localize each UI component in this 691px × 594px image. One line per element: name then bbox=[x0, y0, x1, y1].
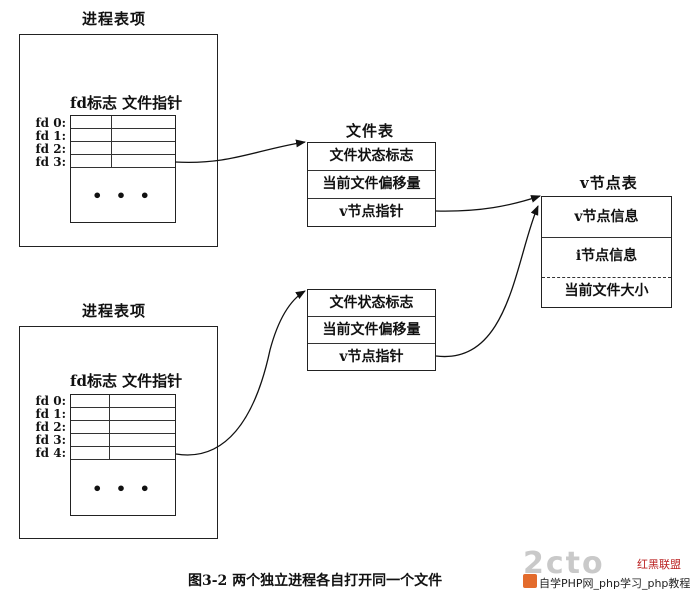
vnode-table: v节点信息 i节点信息 当前文件大小 bbox=[541, 196, 672, 308]
watermark-tag: 自学PHP网_php学习_php教程 bbox=[539, 577, 691, 590]
top-file-table: 文件状态标志 当前文件偏移量 v节点指针 bbox=[307, 142, 436, 227]
bottom-fd-table: • • • bbox=[70, 394, 176, 516]
top-fd-row-1 bbox=[71, 129, 175, 142]
top-column-header: fd标志 文件指针 bbox=[70, 94, 183, 112]
top-ft-vnode-ptr: v节点指针 bbox=[339, 204, 404, 220]
top-fd-row-2 bbox=[71, 142, 175, 155]
arrow-top-fd3-to-file-table bbox=[174, 139, 306, 164]
top-process-entry-title: 进程表项 bbox=[82, 10, 147, 28]
bottom-ft-vnode-ptr: v节点指针 bbox=[339, 349, 404, 365]
bottom-ft-offset: 当前文件偏移量 bbox=[308, 317, 435, 344]
bottom-fd-row-4 bbox=[71, 447, 175, 460]
watermark-brand: 红黑联盟 bbox=[637, 558, 681, 571]
top-fd-label-2: fd 2: bbox=[35, 142, 66, 156]
top-fd-row-3 bbox=[71, 155, 175, 168]
arrow-bottom-fd4-to-file-table bbox=[175, 290, 306, 456]
inode-info: i节点信息 bbox=[542, 238, 671, 278]
top-ft-status-flags: 文件状态标志 bbox=[308, 143, 435, 171]
top-fd-label-3: fd 3: bbox=[35, 155, 66, 169]
top-fd-label-1: fd 1: bbox=[35, 129, 66, 143]
top-ellipsis: • • • bbox=[92, 186, 154, 205]
watermark-php-icon bbox=[523, 574, 537, 588]
arrow-top-vnode-ptr-to-vnode-table bbox=[435, 195, 541, 212]
top-fd-row-0 bbox=[71, 116, 175, 129]
top-file-table-title: 文件表 bbox=[346, 122, 395, 140]
bottom-fd-label-4: fd 4: bbox=[35, 446, 66, 460]
bottom-fd-row-3 bbox=[71, 434, 175, 447]
bottom-process-entry-title: 进程表项 bbox=[82, 302, 147, 320]
figure-caption: 图3-2 两个独立进程各自打开同一个文件 bbox=[188, 573, 443, 589]
vnode-table-title: v节点表 bbox=[580, 174, 638, 192]
watermark-tag-bar: 自学PHP网_php学习_php教程 bbox=[513, 572, 691, 590]
bottom-ellipsis: • • • bbox=[92, 479, 154, 498]
vnode-info: v节点信息 bbox=[542, 197, 671, 238]
bottom-column-header: fd标志 文件指针 bbox=[70, 372, 183, 390]
bottom-fd-label-0: fd 0: bbox=[35, 394, 66, 408]
arrow-bottom-vnode-ptr-to-vnode-table bbox=[435, 205, 539, 358]
top-fd-split bbox=[111, 116, 112, 168]
top-fd-label-0: fd 0: bbox=[35, 116, 66, 130]
top-process-entry-box: fd标志 文件指针 fd 0: fd 1: fd 2: fd 3: • • • bbox=[19, 34, 218, 247]
top-ft-offset: 当前文件偏移量 bbox=[308, 171, 435, 199]
watermark-logo: 2cto 红黑联盟 bbox=[523, 546, 681, 581]
bottom-fd-row-2 bbox=[71, 421, 175, 434]
bottom-ft-status-flags: 文件状态标志 bbox=[308, 290, 435, 317]
current-file-size: 当前文件大小 bbox=[564, 283, 649, 299]
bottom-fd-label-3: fd 3: bbox=[35, 433, 66, 447]
bottom-fd-split bbox=[109, 395, 110, 460]
bottom-file-table: 文件状态标志 当前文件偏移量 v节点指针 bbox=[307, 289, 436, 371]
top-fd-table: • • • bbox=[70, 115, 176, 223]
bottom-fd-row-0 bbox=[71, 395, 175, 408]
bottom-fd-label-1: fd 1: bbox=[35, 407, 66, 421]
bottom-fd-row-1 bbox=[71, 408, 175, 421]
bottom-process-entry-box: fd标志 文件指针 fd 0: fd 1: fd 2: fd 3: fd 4: … bbox=[19, 326, 218, 539]
bottom-fd-label-2: fd 2: bbox=[35, 420, 66, 434]
